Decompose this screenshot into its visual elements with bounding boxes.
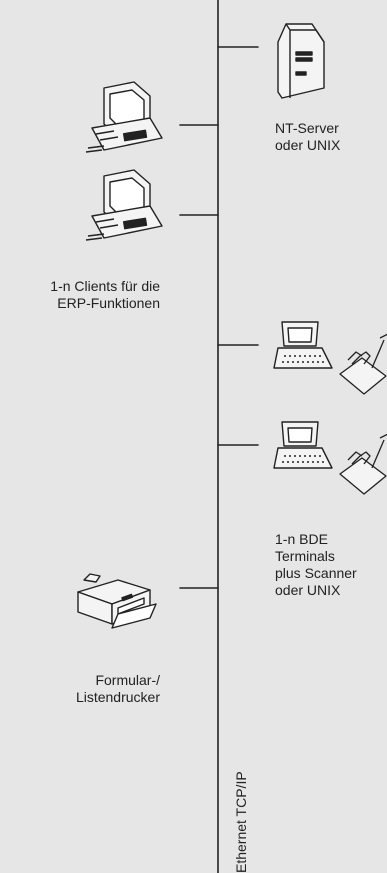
client-pc-icon [85, 81, 163, 153]
barcode-scanner-icon [339, 333, 387, 395]
terminal-icon [273, 421, 333, 469]
barcode-scanner-icon [339, 433, 387, 495]
client-pc-icon [85, 169, 163, 241]
printer-icon [77, 573, 157, 629]
terminal-icon [273, 321, 333, 369]
printer-label: Formular-/ Listendrucker [75, 672, 160, 705]
server-tower-icon [277, 23, 325, 99]
server-label: NT-Server oder UNIX [275, 120, 341, 153]
clients-label: 1-n Clients für die ERP-Funktionen [50, 278, 160, 311]
ethernet-label: Ethernet TCP/IP [233, 771, 249, 873]
terminals-label: 1-n BDE Terminals plus Scanner oder UNIX [275, 531, 357, 598]
